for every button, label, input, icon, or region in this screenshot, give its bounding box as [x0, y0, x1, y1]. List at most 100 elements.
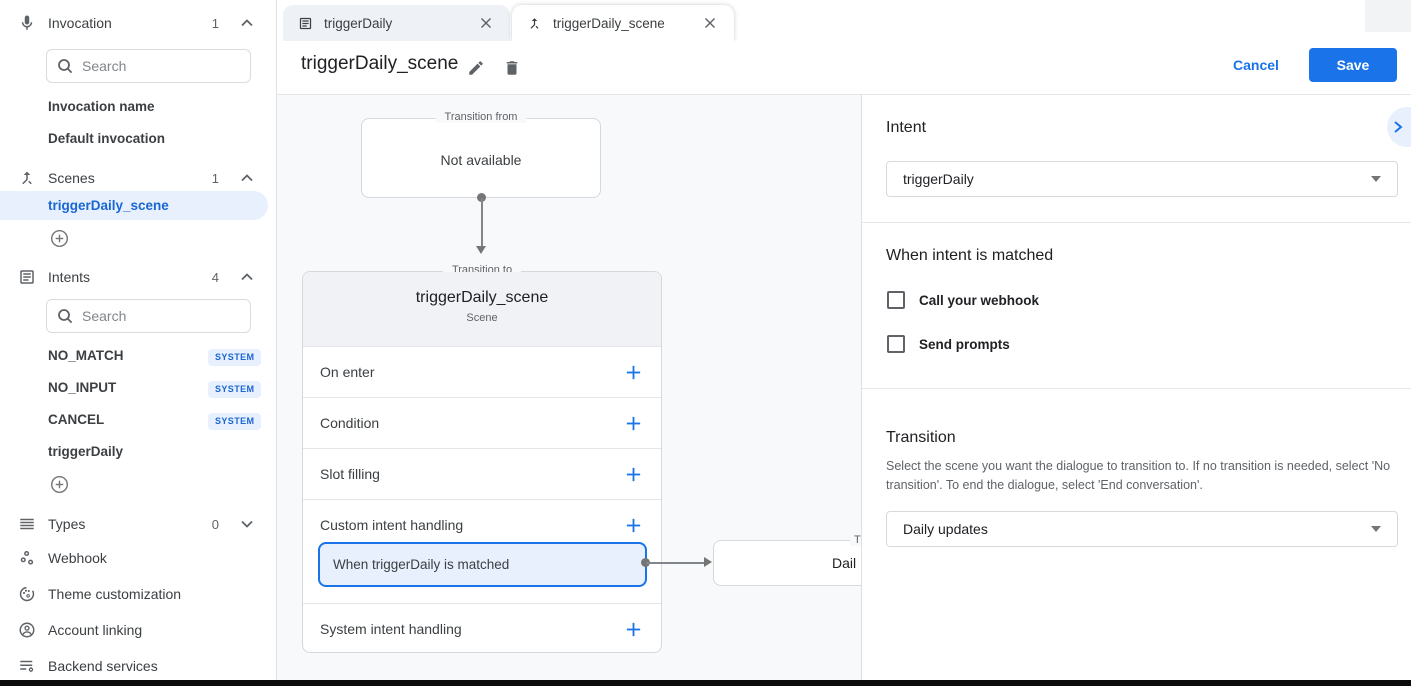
save-button[interactable]: Save: [1309, 48, 1397, 82]
sidebar-item-cancel-intent[interactable]: CANCEL: [48, 412, 105, 427]
add-custom-intent-button[interactable]: [623, 515, 644, 536]
checkbox-unchecked-icon[interactable]: [887, 291, 905, 309]
sidebar-item-webhook[interactable]: Webhook: [0, 545, 277, 571]
delete-scene-button[interactable]: [499, 55, 525, 81]
intent-details-panel: Intent triggerDaily When intent is match…: [861, 95, 1411, 680]
close-icon[interactable]: [476, 13, 496, 33]
section-count: 4: [211, 269, 219, 285]
add-circle-icon: [50, 229, 69, 248]
arrow-right-icon: [704, 557, 712, 567]
tab-label: triggerDaily_scene: [553, 15, 665, 31]
invocation-search[interactable]: [46, 49, 251, 83]
palette-icon: [19, 586, 35, 602]
sidebar-item-default-invocation[interactable]: Default invocation: [48, 131, 166, 146]
scenes-icon: [22, 171, 32, 185]
send-prompts-checkbox-row[interactable]: Send prompts: [887, 335, 1010, 353]
intent-icon: [299, 17, 312, 29]
divider: [862, 222, 1411, 223]
checkbox-unchecked-icon[interactable]: [887, 335, 905, 353]
sidebar-item-theme-customization[interactable]: Theme customization: [0, 581, 277, 607]
page-title: triggerDaily_scene: [301, 53, 459, 74]
tab-triggerdaily[interactable]: triggerDaily: [283, 5, 510, 41]
scene-canvas: Transition from Not available Transition…: [277, 95, 861, 680]
add-scene-button[interactable]: [50, 229, 69, 248]
search-icon: [58, 309, 73, 324]
dropdown-caret-icon: [1371, 176, 1381, 182]
add-system-intent-button[interactable]: [623, 619, 644, 640]
arrow-down-icon: [476, 246, 486, 254]
chevron-up-icon: [241, 273, 253, 281]
search-input[interactable]: [82, 308, 222, 324]
transition-from-box: Transition from Not available: [361, 111, 601, 198]
target-text-fragment: Dail: [832, 555, 857, 571]
window-bottom-edge: [0, 680, 1411, 686]
account-circle-icon: [19, 622, 35, 638]
scene-row-custom-intent-handling: Custom intent handling: [303, 499, 661, 550]
add-on-enter-button[interactable]: [623, 362, 644, 383]
search-input[interactable]: [82, 58, 222, 74]
divider: [862, 388, 1411, 389]
sidebar-item-account-linking[interactable]: Account linking: [0, 617, 277, 643]
tab-triggerdaily-scene[interactable]: triggerDaily_scene: [512, 5, 734, 41]
scene-row-slot-filling: Slot filling: [303, 448, 661, 499]
chevron-up-icon: [241, 174, 253, 182]
collapse-panel-button[interactable]: [1387, 107, 1411, 147]
plus-icon: [626, 622, 641, 636]
corner-spacer: [1365, 0, 1411, 32]
target-legend-fragment: Tr: [850, 534, 861, 546]
scene-row-on-enter: On enter: [303, 346, 661, 397]
transition-target-box: Tr Dail: [713, 534, 861, 586]
tab-label: triggerDaily: [324, 15, 393, 31]
section-count: 1: [211, 15, 219, 31]
connector-dot: [641, 558, 650, 567]
chevron-right-icon: [1394, 121, 1403, 133]
intent-select[interactable]: triggerDaily: [886, 161, 1398, 197]
add-intent-button[interactable]: [50, 475, 69, 494]
sidebar-section-types[interactable]: Types 0: [0, 509, 277, 539]
intents-search[interactable]: [46, 299, 251, 333]
scene-row-system-intent-handling: System intent handling: [303, 603, 661, 654]
scene-card-subtitle: Scene: [466, 312, 498, 324]
system-badge: SYSTEM: [208, 381, 262, 398]
plus-icon: [626, 365, 641, 379]
add-slot-filling-button[interactable]: [623, 464, 644, 485]
types-icon: [20, 518, 34, 530]
sidebar-item-triggerdaily-scene[interactable]: triggerDaily_scene: [0, 191, 268, 220]
sidebar-item-no-input[interactable]: NO_INPUT: [48, 380, 117, 395]
section-label: Intents: [48, 269, 91, 285]
section-count: 1: [211, 170, 219, 186]
section-label: Types: [48, 516, 86, 532]
scene-card-header: triggerDaily_scene Scene: [303, 272, 661, 346]
sidebar-item-no-match[interactable]: NO_MATCH: [48, 348, 124, 363]
cancel-button[interactable]: Cancel: [1233, 57, 1279, 73]
connector-dot: [477, 193, 486, 202]
sidebar-section-intents[interactable]: Intents 4: [0, 262, 277, 292]
connector-line-horizontal: [646, 562, 704, 564]
transition-description: Select the scene you want the dialogue t…: [886, 459, 1391, 492]
section-label: Scenes: [48, 170, 95, 186]
sidebar-item-backend-services[interactable]: Backend services: [0, 653, 277, 679]
section-count: 0: [211, 516, 219, 532]
transition-heading: Transition: [886, 429, 956, 446]
call-webhook-checkbox-row[interactable]: Call your webhook: [887, 291, 1039, 309]
close-icon[interactable]: [700, 13, 720, 33]
connector-line-vertical: [481, 198, 483, 247]
trash-icon: [506, 61, 518, 75]
edit-title-button[interactable]: [463, 55, 489, 81]
editor-header: triggerDaily_scene Cancel Save: [277, 41, 1411, 95]
sidebar-item-triggerdaily-intent[interactable]: triggerDaily: [48, 444, 124, 459]
intent-heading: Intent: [886, 119, 927, 136]
intent-select-value: triggerDaily: [903, 171, 974, 187]
transition-select[interactable]: Daily updates: [886, 511, 1398, 547]
sidebar-section-scenes[interactable]: Scenes 1: [0, 163, 277, 193]
sidebar: Invocation 1 Invocation name Default inv…: [0, 0, 277, 680]
matched-intent-handler[interactable]: When triggerDaily is matched: [318, 542, 647, 587]
sidebar-section-invocation[interactable]: Invocation 1: [0, 8, 277, 38]
sidebar-item-invocation-name[interactable]: Invocation name: [48, 99, 155, 114]
transition-select-value: Daily updates: [903, 521, 988, 537]
mic-icon: [21, 15, 33, 30]
add-condition-button[interactable]: [623, 413, 644, 434]
scene-card-title: triggerDaily_scene: [415, 289, 549, 306]
scene-row-condition: Condition: [303, 397, 661, 448]
